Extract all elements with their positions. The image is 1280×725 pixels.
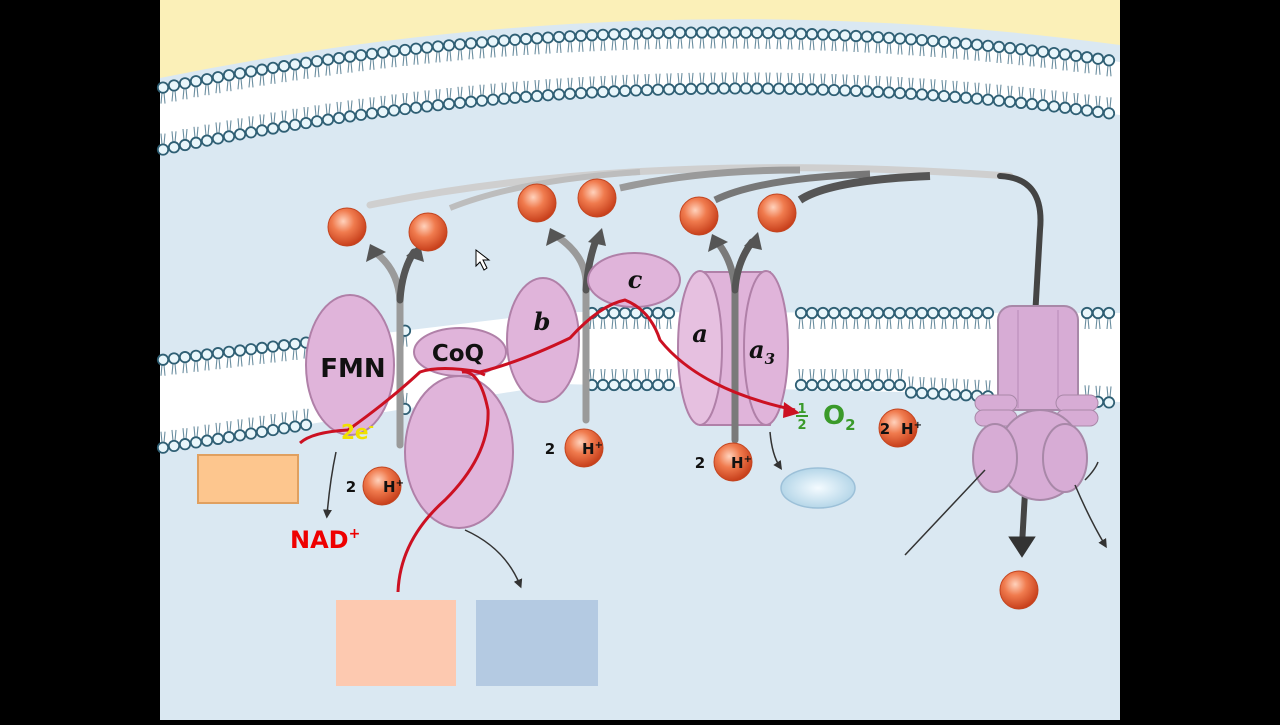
proton-ball (999, 570, 1039, 610)
svg-text:2: 2 (545, 440, 555, 458)
atp-synthase (904, 305, 1107, 556)
proton-ball (564, 428, 604, 468)
proton-channel-1 (366, 244, 424, 449)
cytochrome-b-label: b (534, 307, 551, 336)
proton-ball (362, 466, 402, 506)
water-formation-arrow (769, 431, 782, 470)
half-oxygen-label: 1 2 O2 (796, 401, 856, 434)
svg-text:2: 2 (346, 478, 356, 496)
mouse-cursor-icon (475, 248, 491, 271)
proton-count-label: 2 H+ (346, 478, 404, 496)
svg-text:H+: H+ (901, 420, 922, 438)
blank-box-fadh2[interactable] (336, 600, 456, 686)
cytochrome-a-label: a (692, 319, 708, 348)
proton-count-label: 2 H+ (695, 454, 752, 472)
proton-ball (679, 196, 719, 236)
svg-text:2: 2 (880, 420, 890, 438)
electron-path-from-fadh (396, 370, 490, 593)
svg-text:O2: O2 (823, 401, 856, 434)
electrons-label: 2e- (341, 420, 374, 444)
complex-ii: CoQ (404, 327, 514, 529)
svg-text:2: 2 (797, 418, 806, 433)
proton-ball (517, 183, 557, 223)
fadh-oxidation-arrow (464, 529, 523, 589)
cytochrome-a3-label: a3 (749, 335, 775, 368)
cytochrome-c: c (587, 252, 681, 308)
complex-i: FMN (305, 294, 395, 436)
proton-ball (577, 178, 617, 218)
proton-gradient-arrows (366, 164, 1044, 558)
proton-balls (327, 178, 1039, 610)
electron-path (298, 298, 796, 445)
coq-carrier (413, 327, 507, 377)
svg-text:H+: H+ (383, 478, 404, 496)
nad-label: NAD+ (290, 526, 360, 554)
complex-iii: b (506, 277, 580, 403)
blank-water-bubble[interactable] (780, 467, 856, 509)
proton-ball (327, 207, 367, 247)
proton-ball (408, 212, 448, 252)
proton-channel-2 (546, 228, 606, 424)
proton-ball (713, 442, 753, 482)
fmn-label: FMN (320, 354, 385, 384)
svg-text:H+: H+ (582, 440, 603, 458)
blank-box-fad[interactable] (476, 600, 598, 686)
complex-iv: a a3 (677, 270, 789, 426)
proton-count-label: 2 H+ (880, 420, 922, 438)
proton-channel-3 (708, 232, 762, 444)
electron-path-arrowhead (783, 402, 800, 418)
nadh-oxidation-arrow (322, 451, 337, 519)
svg-text:1: 1 (797, 402, 806, 417)
intermembrane-space (160, 0, 1120, 78)
outer-membrane (156, 26, 1120, 156)
coq-label: CoQ (432, 341, 484, 367)
proton-ball (878, 408, 918, 448)
svg-text:H+: H+ (731, 454, 752, 472)
cytochrome-c-label: c (628, 265, 643, 294)
proton-ball (757, 193, 797, 233)
proton-count-label: 2 H+ (545, 440, 603, 458)
svg-text:2: 2 (695, 454, 705, 472)
blank-box-nadh[interactable] (197, 454, 299, 504)
